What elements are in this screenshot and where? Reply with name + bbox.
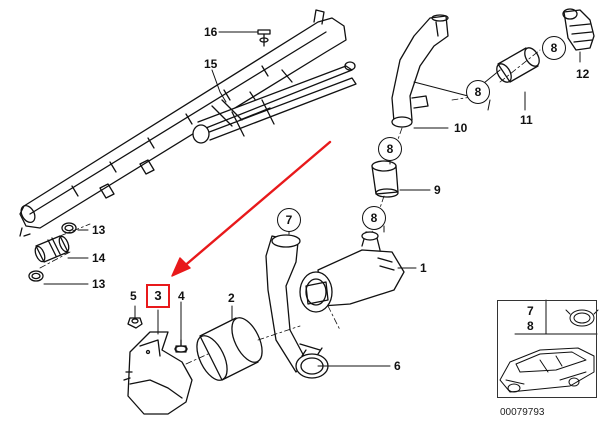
return-line <box>192 61 357 144</box>
pump-1 <box>299 231 405 313</box>
circled-ref-8-coupling: 8 <box>542 36 566 60</box>
inset-label-7: 7 <box>527 304 534 318</box>
inset-car <box>499 347 595 393</box>
callout-13-upper: 13 <box>92 223 106 237</box>
upper-hose-10 <box>391 14 449 128</box>
inset-divider <box>514 299 598 335</box>
circled-ref-8-sleeve: 8 <box>378 137 402 161</box>
bolt-4 <box>174 339 188 353</box>
callout-11: 11 <box>520 113 533 127</box>
callout-16: 16 <box>204 25 218 39</box>
callout-13-lower: 13 <box>92 277 106 291</box>
screw-16 <box>257 29 271 47</box>
callout-5: 5 <box>130 289 137 303</box>
bracket-3 <box>123 331 193 415</box>
coupling-12 <box>562 8 595 51</box>
catalog-number: 00079793 <box>500 407 545 418</box>
highlight-arrow <box>171 140 332 277</box>
callout-10: 10 <box>454 121 468 135</box>
circled-ref-8-sleeve-11: 8 <box>466 80 490 104</box>
fuel-rail <box>19 9 347 237</box>
callout-9: 9 <box>434 183 441 197</box>
alignment-lines <box>39 49 541 365</box>
nut-5 <box>127 317 143 329</box>
sleeve-11 <box>496 47 540 83</box>
callout-15: 15 <box>204 57 218 71</box>
callout-1: 1 <box>420 261 427 275</box>
seal-rings <box>28 222 77 282</box>
callout-2: 2 <box>228 291 235 305</box>
injector-14 <box>34 235 70 263</box>
circled-ref-8-pump: 8 <box>362 206 386 230</box>
circled-ref-7: 7 <box>277 208 301 232</box>
sleeve-9 <box>371 160 399 198</box>
highlighted-part-3: 3 <box>146 284 170 308</box>
inset-panel <box>497 300 597 398</box>
callout-14: 14 <box>92 251 106 265</box>
callout-6: 6 <box>394 359 401 373</box>
inset-label-8: 8 <box>527 319 534 333</box>
callout-4: 4 <box>178 289 185 303</box>
sleeve-2 <box>196 317 263 381</box>
callout-12: 12 <box>576 67 590 81</box>
